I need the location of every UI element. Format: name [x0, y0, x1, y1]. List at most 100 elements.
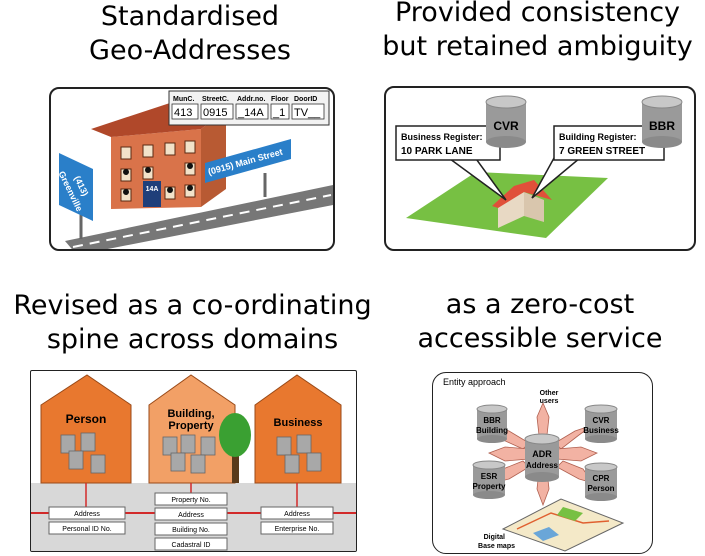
db-cvr: CVR	[485, 95, 527, 148]
person-box-address-label: Address	[74, 511, 100, 518]
db-cvr-label: CVR	[493, 119, 519, 133]
db-adr-line2: Address	[526, 461, 559, 470]
panel2-svg: Business Register: 10 PARK LANE Building…	[395, 95, 683, 238]
form-header-munc: MunC.	[173, 96, 194, 103]
callout-right-line1: Building Register:	[559, 132, 637, 142]
panel1-svg: 14A MunC. StreetC. Addr.no. Floor DoorID…	[56, 90, 333, 249]
tree-crown	[219, 413, 251, 457]
callout-left	[395, 125, 501, 161]
door	[143, 181, 161, 207]
form-header-addrno: Addr.no.	[237, 96, 265, 103]
db-cvr-business: CVR Business	[583, 404, 619, 443]
panel4-title: as a zero-cost accessible service	[400, 288, 680, 356]
form-headers: MunC. StreetC. Addr.no. Floor DoorID	[173, 96, 317, 103]
building-box-address-label: Address	[178, 512, 204, 519]
base-map	[501, 498, 625, 552]
db-cpr-line2: Person	[587, 484, 614, 493]
person-box-address	[48, 506, 126, 520]
form-value-floor: _1	[272, 107, 285, 119]
panel3-title-line2: spine across domains	[46, 324, 339, 355]
db-esr-property: ESR Property	[472, 460, 506, 499]
building-side	[201, 111, 226, 207]
building-box-address	[154, 507, 228, 521]
panel4-title-line1: as a zero-cost	[445, 289, 635, 320]
form-value-doorid: TV__	[294, 107, 321, 119]
form-value-munc: 413	[174, 107, 192, 119]
panel4-entity-approach: Entity approach ADR Address Other users	[432, 372, 653, 554]
house-building-line1: Building,	[167, 408, 214, 420]
form-values: 413 0915 _14A _1 TV__	[174, 107, 321, 119]
form-header-streetc: StreetC.	[202, 96, 229, 103]
road-marking	[72, 194, 332, 248]
person-cylinders	[60, 432, 106, 474]
panel3-svg: Person Building, Property Business Addre…	[31, 374, 356, 551]
db-cpr-person: CPR Person	[584, 462, 618, 501]
other-users-line1: Other	[540, 390, 559, 397]
business-box-address	[260, 506, 334, 520]
person-box-personal-id-label: Personal ID No.	[62, 526, 111, 533]
building-front	[111, 129, 201, 209]
panel1-geo-address-illustration: 14A MunC. StreetC. Addr.no. Floor DoorID…	[49, 87, 335, 251]
building-box-property-no-label: Property No.	[171, 497, 210, 504]
entity-approach-header: Entity approach	[443, 377, 506, 387]
panel3-title-line1: Revised as a co-ordinating	[13, 290, 372, 321]
panel2-title-line2: but retained ambiguity	[382, 31, 693, 62]
base-maps-line2: Base maps	[478, 543, 515, 550]
panel1-title-line1: Standardised	[100, 1, 280, 32]
form-value-streetc: 0915	[203, 107, 227, 119]
house-side	[524, 192, 544, 222]
db-adr: ADR Address	[524, 433, 560, 482]
form-boxes	[171, 103, 325, 120]
db-bbr-line2: Building	[476, 426, 508, 435]
building-box-cadastral-id	[154, 537, 228, 551]
base-map-water	[533, 527, 559, 541]
house-person-label: Person	[66, 412, 107, 426]
db-cvr-line2: Business	[583, 426, 619, 435]
db-bbr-label: BBR	[649, 119, 675, 133]
other-users-line2: users	[540, 398, 559, 405]
form-header-floor: Floor	[271, 96, 289, 103]
panel3-title: Revised as a co-ordinating spine across …	[0, 289, 385, 357]
house-building-line2: Property	[168, 420, 214, 432]
panel2-title: Provided consistency but retained ambigu…	[370, 0, 705, 64]
db-bbr: BBR	[641, 95, 683, 148]
panel1-title: Standardised Geo-Addresses	[40, 0, 340, 68]
callout-right-line2: 7 GREEN STREET	[559, 146, 645, 157]
building-box-property-no	[154, 492, 228, 506]
panel1-title-line2: Geo-Addresses	[89, 35, 291, 66]
base-maps-line1: Digital	[484, 534, 505, 541]
business-box-address-label: Address	[284, 511, 310, 518]
person-box-personal-id	[48, 521, 126, 535]
form-value-addrno: _14A	[237, 107, 264, 119]
window-figures	[123, 163, 193, 195]
house-person	[40, 374, 132, 484]
house-roof	[492, 180, 552, 208]
panel4-svg: Entity approach ADR Address Other users	[443, 377, 625, 552]
db-cvr-line1: CVR	[593, 416, 610, 425]
db-cpr-line1: CPR	[593, 474, 610, 483]
building-cylinders	[162, 434, 216, 474]
db-adr-line1: ADR	[532, 449, 552, 459]
callout-left-line2: 10 PARK LANE	[401, 146, 473, 157]
callout-left-line1: Business Register:	[401, 132, 483, 142]
sign-right	[205, 139, 291, 183]
house-business-label: Business	[274, 417, 323, 429]
db-bbr-building: BBR Building	[476, 404, 508, 443]
form-header-doorid: DoorID	[294, 96, 317, 103]
panel2-register-illustration: Business Register: 10 PARK LANE Building…	[384, 86, 696, 251]
tree-trunk	[232, 447, 239, 483]
building-box-cadastral-id-label: Cadastral ID	[172, 542, 211, 549]
sign-left	[59, 153, 93, 221]
business-box-enterprise-no	[260, 521, 334, 535]
base-map-park	[557, 507, 583, 521]
db-esr-line1: ESR	[481, 472, 498, 481]
panel2-title-line1: Provided consistency	[394, 0, 681, 28]
house-front	[498, 192, 524, 228]
db-bbr-line1: BBR	[483, 416, 501, 425]
building-box-building-no	[154, 522, 228, 536]
business-cylinders	[276, 434, 322, 474]
road	[65, 185, 333, 249]
db-esr-line2: Property	[473, 482, 506, 491]
panel4-title-line2: accessible service	[417, 323, 663, 354]
panel3-spine-illustration: Person Building, Property Business Addre…	[30, 370, 357, 552]
